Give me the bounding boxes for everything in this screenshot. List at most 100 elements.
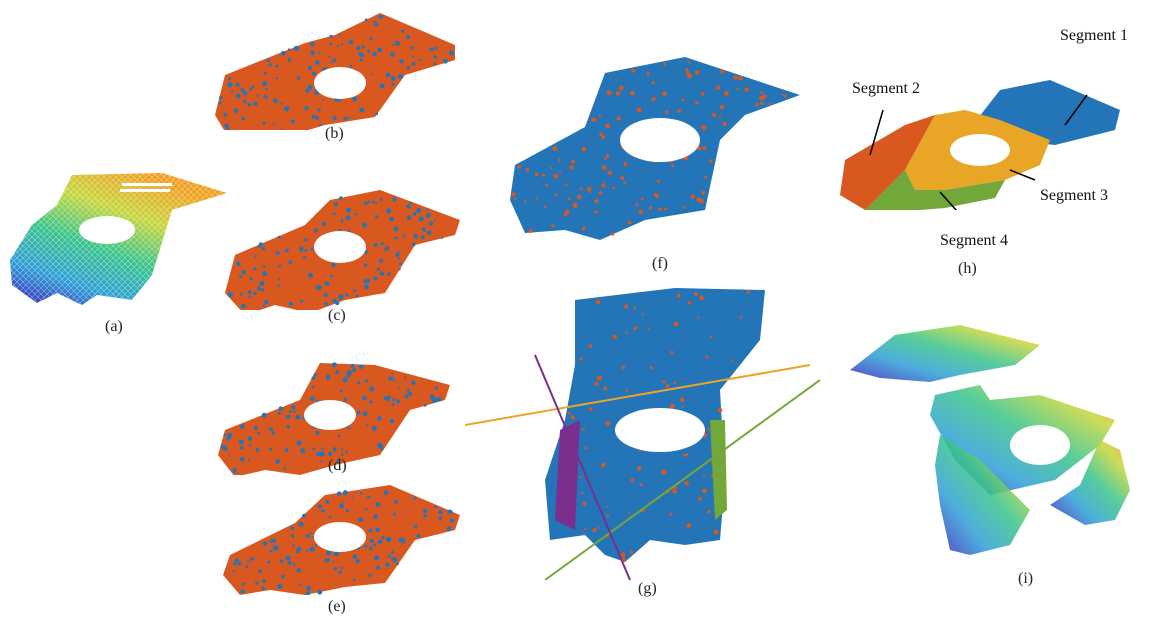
cloud-point [386, 208, 391, 213]
cloud-point [278, 278, 280, 280]
cloud-point [601, 183, 605, 187]
cloud-point [304, 106, 308, 110]
cloud-point [332, 299, 336, 303]
cloud-point [655, 194, 659, 198]
cloud-point [306, 534, 310, 538]
cloud-point [254, 255, 257, 258]
cloud-point [357, 411, 361, 415]
cloud-point [673, 382, 676, 385]
cloud-point [580, 188, 583, 191]
cloud-point [337, 45, 339, 47]
cloud-point [598, 527, 600, 529]
cloud-point [366, 424, 368, 426]
cloud-point [324, 293, 328, 297]
panel-i-meshes [840, 320, 1160, 560]
cloud-point [263, 265, 266, 268]
cloud-point [634, 307, 637, 310]
cloud-point [234, 108, 239, 113]
cloud-point [740, 316, 743, 319]
panel-label-h: (h) [958, 260, 977, 278]
cloud-point [319, 451, 324, 456]
cloud-point [589, 191, 591, 193]
cloud-point [342, 502, 344, 504]
cloud-point [328, 452, 332, 456]
cloud-point [390, 377, 393, 380]
cloud-point [224, 123, 229, 128]
cloud-point [293, 563, 295, 565]
cloud-point [344, 398, 348, 402]
cloud-point [322, 222, 326, 226]
cloud-point [257, 287, 261, 291]
cloud-point [649, 206, 652, 209]
cloud-point [312, 115, 316, 119]
cloud-point [602, 136, 606, 140]
cloud-point [326, 375, 331, 380]
cloud-point [719, 116, 721, 118]
cloud-point [647, 328, 649, 330]
cloud-point [438, 510, 443, 515]
cloud-point [413, 497, 416, 500]
cloud-point [379, 259, 383, 263]
cloud-point [306, 550, 308, 552]
cloud-point [327, 551, 331, 555]
cloud-point [299, 247, 304, 252]
cloud-point [587, 187, 592, 192]
cloud-point [360, 492, 363, 495]
cloud-point [671, 164, 674, 167]
cloud-point [602, 165, 607, 170]
cloud-point [423, 514, 427, 518]
cloud-point [375, 202, 377, 204]
cloud-point [228, 292, 233, 297]
cloud-point [349, 65, 352, 68]
cloud-point [393, 513, 396, 516]
cloud-point [677, 294, 681, 298]
cloud-point [694, 292, 698, 296]
cloud-point [409, 202, 412, 205]
cloud-point [373, 543, 376, 546]
cloud-point [387, 396, 391, 400]
cloud-point [392, 399, 395, 402]
cloud-point [228, 77, 231, 80]
cloud-point [352, 554, 357, 559]
cloud-point [331, 263, 335, 267]
cloud-point [288, 261, 292, 265]
cloud-point [362, 396, 366, 400]
cloud-point [387, 272, 390, 275]
cloud-point [242, 583, 245, 586]
cloud-point [326, 500, 330, 504]
cloud-point [327, 558, 330, 561]
cloud-point [300, 300, 303, 303]
cloud-point [399, 262, 402, 265]
cloud-point [661, 470, 666, 475]
cloud-point [285, 448, 289, 452]
cloud-point [344, 117, 348, 121]
cloud-point [524, 201, 526, 203]
cloud-point [254, 426, 258, 430]
cloud-point [403, 541, 406, 544]
cloud-point [245, 565, 248, 568]
cloud-point [731, 359, 733, 361]
cloud-point [248, 436, 253, 441]
cloud-point [427, 231, 432, 236]
cloud-point [358, 518, 363, 523]
panel-label-b: (b) [325, 125, 344, 143]
cloud-point [405, 394, 409, 398]
cloud-point [604, 158, 606, 160]
cloud-point [359, 365, 363, 369]
cloud-point [424, 404, 427, 407]
cloud-point [381, 242, 384, 245]
cloud-point [518, 165, 522, 169]
cloud-point [288, 58, 292, 62]
cloud-point [333, 447, 336, 450]
cloud-point [219, 96, 222, 99]
cloud-point [420, 59, 422, 61]
cloud-point [311, 248, 314, 251]
cloud-point [391, 76, 396, 81]
cloud-point [341, 43, 343, 45]
cloud-point [391, 372, 393, 374]
cloud-point [733, 75, 737, 79]
cloud-point [303, 271, 305, 273]
cloud-point [293, 410, 295, 412]
cloud-point [312, 72, 316, 76]
